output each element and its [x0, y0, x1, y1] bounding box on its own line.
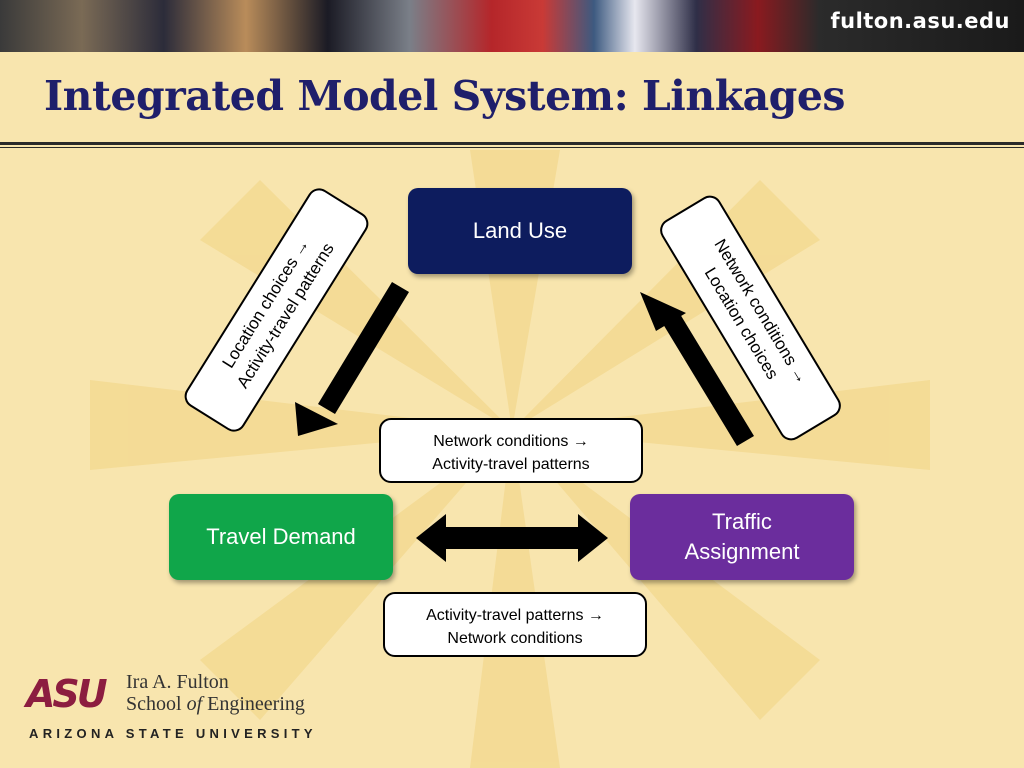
node-travel-demand-label: Travel Demand [206, 524, 356, 549]
linkage-traffic-to-demand-line1: Network conditions → [433, 433, 589, 450]
university-name: ARIZONA STATE UNIVERSITY [29, 726, 317, 741]
school-name-line1: Ira A. Fulton [126, 671, 229, 693]
node-land-use: Land Use [408, 188, 632, 274]
title-divider [0, 142, 1024, 145]
node-traffic-assignment-label-1: Traffic [712, 509, 772, 534]
asu-mark: ASU [26, 672, 108, 716]
linkage-traffic-to-demand: Network conditions → Activity-travel pat… [379, 418, 643, 483]
title-divider-thin [0, 147, 1024, 148]
arrow-traffic-to-land [640, 292, 754, 446]
arrow-demand-traffic-double [416, 514, 608, 562]
arrow-land-to-demand [295, 282, 409, 436]
site-url[interactable]: fulton.asu.edu [830, 9, 1010, 33]
node-land-use-label: Land Use [472, 218, 568, 243]
linkage-traffic-to-demand-line2: Activity-travel patterns [432, 456, 590, 473]
school-name-line2: School of Engineering [126, 693, 305, 715]
linkage-demand-to-traffic-line2: Network conditions [447, 630, 583, 647]
asu-fulton-logo: ASU Ira A. Fulton School of Engineering … [26, 668, 326, 748]
slide-title: Integrated Model System: Linkages [44, 72, 846, 120]
school-name: Ira A. Fulton School of Engineering [126, 671, 305, 715]
node-travel-demand: Travel Demand [169, 494, 393, 580]
header-banner: fulton.asu.edu [0, 0, 1024, 52]
node-traffic-assignment: Traffic Assignment [630, 494, 854, 580]
node-traffic-assignment-label-2: Assignment [684, 539, 800, 564]
linkage-demand-to-traffic-line1: Activity-travel patterns → [426, 607, 604, 624]
linkage-demand-to-traffic: Activity-travel patterns → Network condi… [383, 592, 647, 657]
